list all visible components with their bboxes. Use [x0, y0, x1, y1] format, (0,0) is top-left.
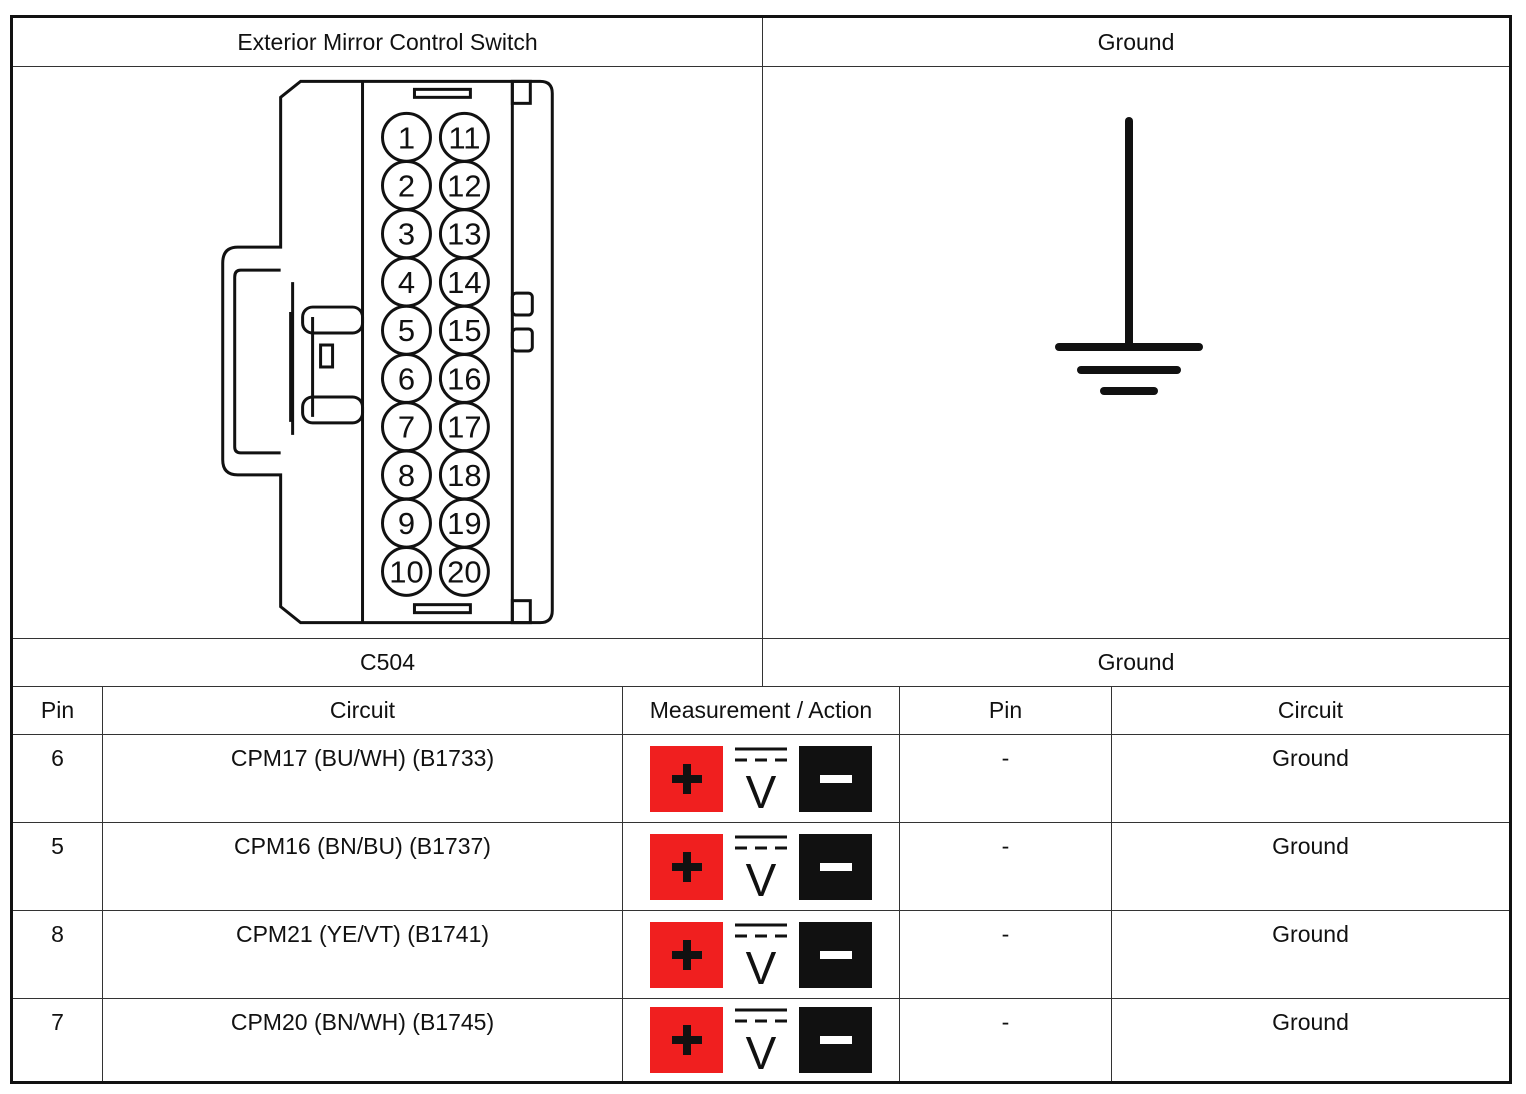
pin-number: 19	[447, 506, 481, 541]
pin-number: 2	[398, 168, 415, 203]
positive-lead-icon	[650, 745, 723, 812]
row-pin2: -	[900, 999, 1112, 1081]
col-circuit2-header: Circuit	[1112, 687, 1509, 735]
col-pin2-header: Pin	[900, 687, 1112, 735]
col-measurement-header: Measurement / Action	[623, 687, 900, 735]
pin-number: 11	[448, 120, 480, 155]
positive-lead-icon	[650, 921, 723, 988]
pin-number: 6	[398, 361, 415, 396]
ground-title: Ground	[763, 18, 1509, 67]
negative-lead-icon	[799, 921, 872, 988]
pin-number: 5	[398, 313, 415, 348]
component-title: Exterior Mirror Control Switch	[13, 18, 763, 67]
volts-dc-icon: V	[735, 835, 787, 902]
col-circuit-header: Circuit	[103, 687, 623, 735]
ground-connector-label: Ground	[763, 639, 1509, 687]
pin-number: 9	[398, 506, 415, 541]
row-pin: 8	[13, 911, 103, 999]
pin-number: 20	[447, 554, 481, 589]
row-circuit: CPM21 (YE/VT) (B1741)	[103, 911, 623, 999]
row-pin2: -	[900, 911, 1112, 999]
pin-number: 14	[447, 264, 481, 299]
pin-number: 8	[398, 457, 415, 492]
dc-voltmeter-icon: V	[650, 920, 872, 990]
negative-lead-icon	[799, 833, 872, 900]
positive-lead-icon	[650, 1007, 723, 1073]
pin-number: 10	[389, 554, 423, 589]
row-pin2: -	[900, 823, 1112, 911]
row-circuit: CPM20 (BN/WH) (B1745)	[103, 999, 623, 1081]
negative-lead-icon	[799, 1007, 872, 1073]
negative-lead-icon	[799, 745, 872, 812]
volts-dc-icon: V	[735, 747, 787, 814]
pin-number: 7	[398, 409, 415, 444]
row-pin2: -	[900, 735, 1112, 823]
ground-icon	[1055, 116, 1203, 395]
row-circuit2: Ground	[1112, 735, 1509, 823]
dc-voltmeter-icon: V	[650, 1005, 872, 1075]
svg-text:V: V	[746, 1027, 777, 1075]
row-pin: 7	[13, 999, 103, 1081]
row-measurement: V	[623, 999, 900, 1081]
connector-housing	[221, 79, 554, 624]
col-pin-header: Pin	[13, 687, 103, 735]
pin-number: 16	[447, 361, 481, 396]
pin-cavity	[381, 545, 432, 597]
row-circuit: CPM17 (BU/WH) (B1733)	[103, 735, 623, 823]
row-circuit2: Ground	[1272, 1009, 1349, 1035]
pin-number: 12	[447, 168, 481, 203]
pin-number: 17	[447, 409, 481, 444]
pin-number: 4	[398, 264, 415, 299]
svg-text:V: V	[746, 854, 777, 902]
ground-symbol-view	[763, 67, 1509, 639]
svg-text:V: V	[746, 766, 777, 814]
row-pin: 6	[13, 735, 103, 823]
svg-text:V: V	[746, 942, 777, 990]
pin-number: 3	[398, 216, 415, 251]
row-pin: 5	[13, 823, 103, 911]
pin-number: 1	[398, 120, 415, 155]
positive-lead-icon	[650, 833, 723, 900]
volts-dc-icon: V	[735, 1008, 787, 1075]
pin-number: 18	[447, 457, 481, 492]
row-measurement: V	[623, 911, 900, 999]
dc-voltmeter-icon: V	[650, 832, 872, 902]
dc-voltmeter-icon: V	[650, 744, 872, 814]
connector-label: C504	[13, 639, 763, 687]
row-measurement: V	[623, 735, 900, 823]
pin-number: 13	[447, 216, 481, 251]
pin-cavity	[438, 545, 490, 597]
row-circuit2: Ground	[1112, 911, 1509, 999]
pinout-sheet: Exterior Mirror Control Switch Ground	[10, 15, 1512, 1084]
volts-dc-icon: V	[735, 923, 787, 990]
row-measurement: V	[623, 823, 900, 911]
pin-number: 15	[447, 313, 481, 348]
row-circuit: CPM16 (BN/BU) (B1737)	[103, 823, 623, 911]
row-circuit2: Ground	[1112, 823, 1509, 911]
